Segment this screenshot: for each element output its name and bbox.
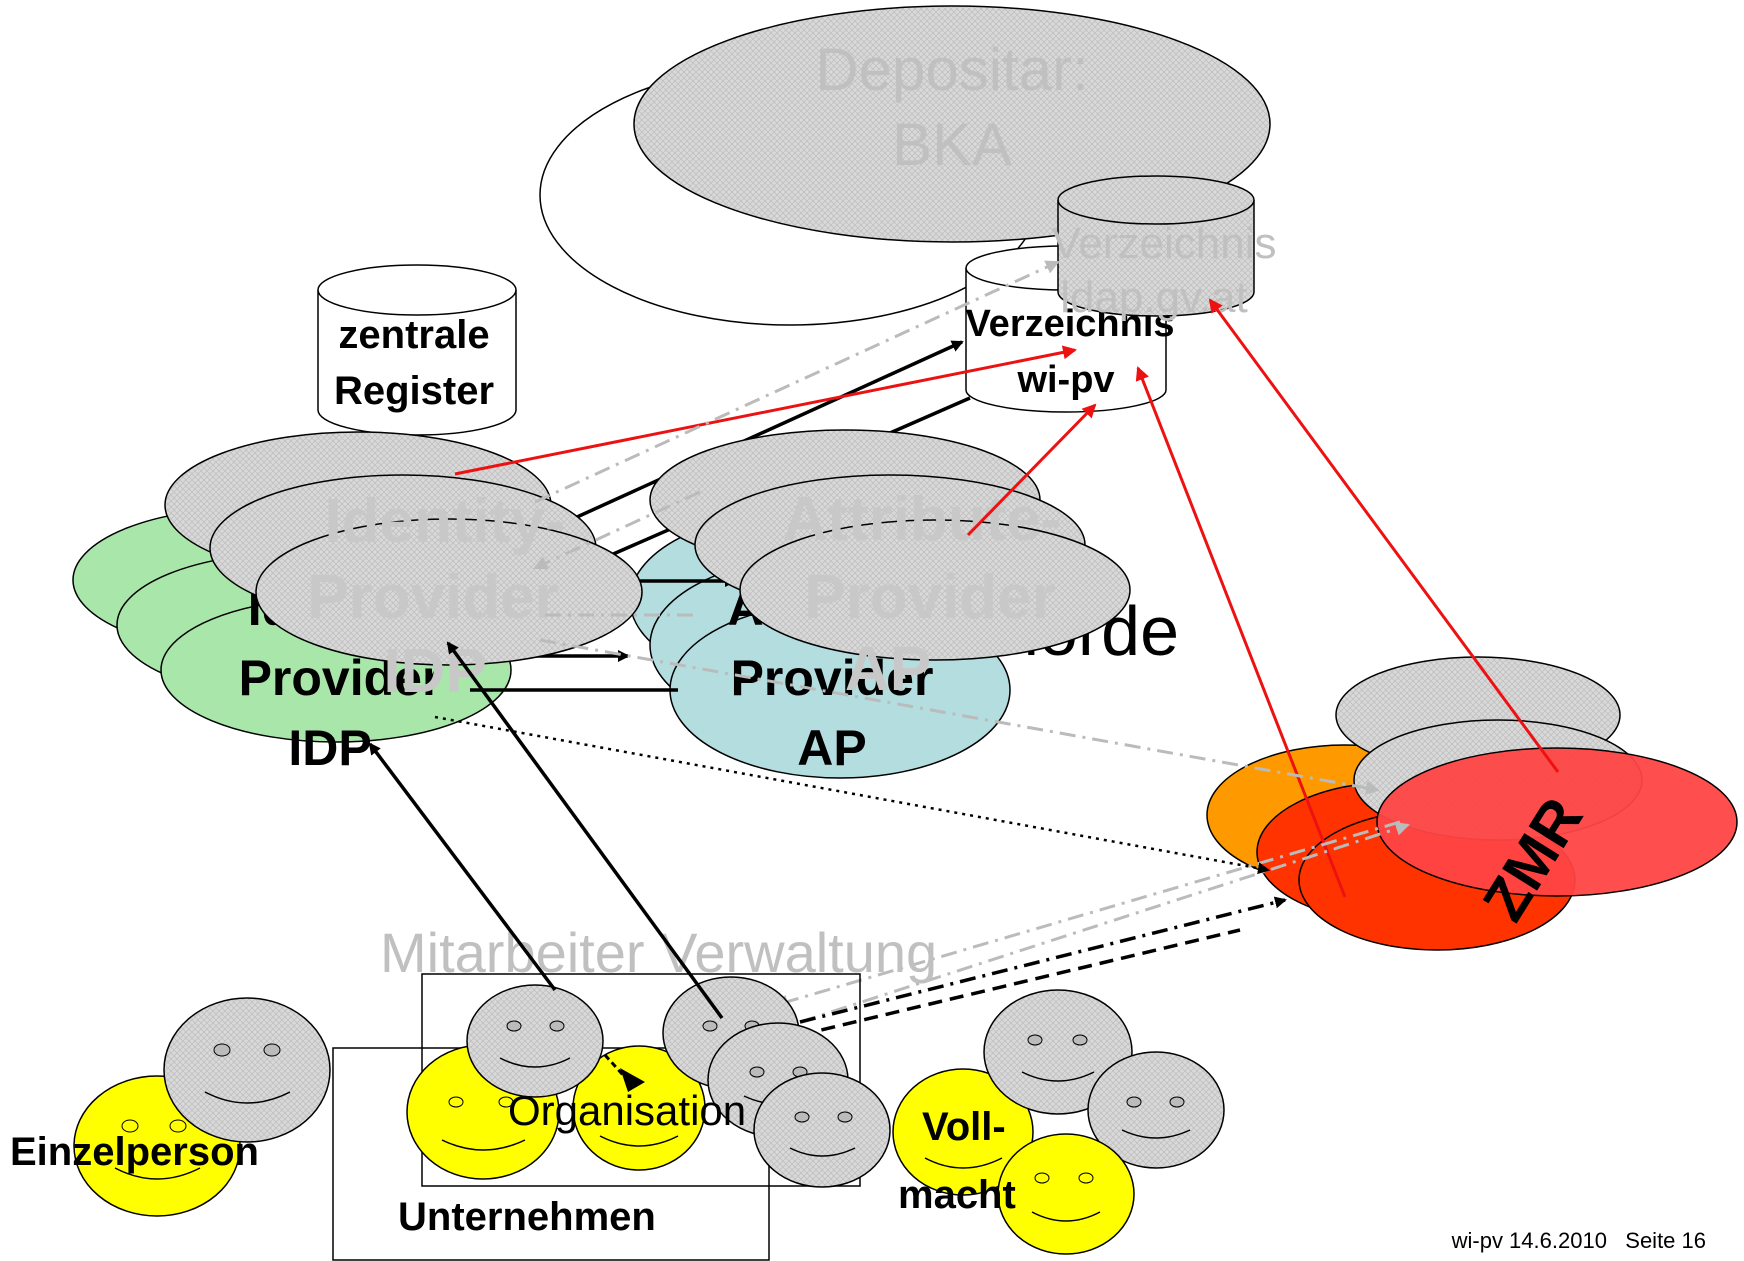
- ap-gray-label-1: Attribute-: [783, 485, 1062, 554]
- footer-text: wi-pv 14.6.2010 Seite 16: [1451, 1228, 1706, 1253]
- ap-to-zmr-gray-arrow: [539, 638, 1380, 795]
- employee-gray-face-1: [466, 984, 604, 1098]
- single-person-gray-face: [163, 997, 331, 1143]
- idp-to-wipv-arrow: [554, 340, 964, 529]
- person-to-idp-arrow-1: [368, 742, 557, 992]
- bka-label: BKA: [892, 111, 1012, 178]
- idp-to-zmr-dotted-arrow: [434, 715, 1270, 875]
- ap-to-wipv-red-arrow: [966, 403, 1097, 537]
- idp-to-wipv-red-arrow: [454, 345, 1077, 476]
- proxy-yellow-face-2: [997, 1133, 1135, 1255]
- ap-gray-label-3: AP: [845, 635, 931, 704]
- idp-black-label-3: IDP: [288, 720, 371, 776]
- idp-gray-label-1: Identity-: [324, 487, 565, 556]
- mitarbeiter-to-zmr-dash-arrow-2: [799, 928, 1241, 1037]
- ap-gray-label-2: Provider: [804, 563, 1056, 632]
- zmr-red-overlay-ellipse: [1376, 747, 1738, 897]
- ldap-directory-sublabel: ldap.gv.at: [1060, 273, 1248, 322]
- proxy-gray-face-2: [1087, 1051, 1225, 1169]
- ap-hatched-ellipse-3: [739, 519, 1131, 661]
- zmr-to-ldap-red-arrow: [1208, 298, 1560, 773]
- ap-black-label-3: AP: [797, 720, 866, 776]
- zmr-to-wipv-red-arrow: [1135, 366, 1347, 898]
- idp-gray-label-3: IDP: [383, 637, 486, 706]
- zmr-to-mitarbeiter-gray-arrow: [774, 820, 1401, 1009]
- central-register-cylinder: [317, 264, 517, 436]
- idp-to-ldap-gray-arrow: [534, 260, 1060, 504]
- wipv-directory-sublabel: wi-pv: [1016, 359, 1114, 401]
- company-label: Unternehmen: [398, 1195, 656, 1239]
- ap-to-idp-gray-arrow: [533, 490, 701, 570]
- person-to-idp-arrow-2: [446, 641, 724, 1020]
- mitarbeiter-to-zmr-gray-arrow: [799, 822, 1410, 1024]
- depositar-label: Depositar:: [815, 36, 1088, 103]
- central-register-sublabel: Register: [334, 369, 494, 413]
- proxy-yellow-face-1: [892, 1068, 1034, 1196]
- ldap-directory-cylinder: [1057, 175, 1255, 317]
- proxy-label: Voll-: [922, 1105, 1006, 1149]
- company-arrowhead: [620, 1068, 645, 1092]
- single-person-label: Einzelperson: [10, 1130, 259, 1174]
- idp-gray-label-2: Provider: [307, 563, 559, 632]
- proxy-sublabel: macht: [898, 1173, 1016, 1217]
- employee-gray-face-4: [753, 1072, 891, 1188]
- company-yellow-face-2: [572, 1045, 706, 1171]
- organisation-label: Organisation: [508, 1087, 746, 1134]
- ldap-directory-label: Verzeichnis: [1051, 219, 1276, 268]
- central-register-label: zentrale: [338, 313, 489, 357]
- idp-hatched-ellipse-3: [255, 518, 643, 666]
